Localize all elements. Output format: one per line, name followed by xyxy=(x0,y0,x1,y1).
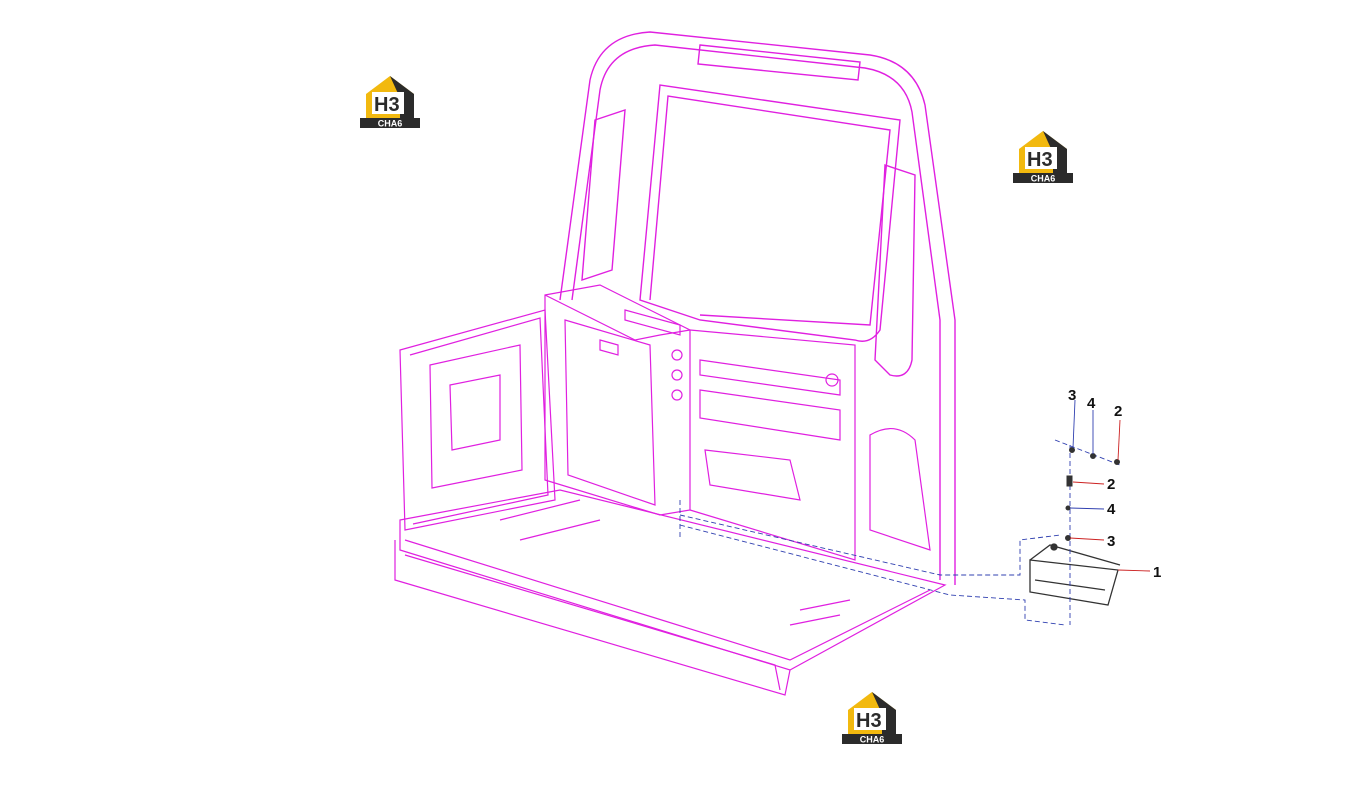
callout-2-middle: 2 xyxy=(1107,476,1115,493)
logo-subtext: CHA6 xyxy=(378,119,403,129)
control-console-box xyxy=(544,284,691,516)
logo-mark: H3 xyxy=(374,94,400,116)
callout-1: 1 xyxy=(1153,564,1161,581)
callout-4-top: 4 xyxy=(1087,395,1096,412)
callout-labels: 3 4 2 2 4 3 1 xyxy=(1068,387,1161,581)
house-logo-icon: H3 CHA6 xyxy=(1013,131,1073,184)
callout-3-bottom: 3 xyxy=(1107,533,1115,550)
cab-rear-frame xyxy=(559,31,956,585)
watermark-logo-bottom: H3 CHA6 xyxy=(842,688,902,744)
house-logo-icon: H3 CHA6 xyxy=(360,76,420,129)
assembly-lines xyxy=(679,439,1121,626)
logo-subtext: CHA6 xyxy=(1031,174,1056,184)
cab-floor-and-sides xyxy=(394,309,947,696)
logo-mark: H3 xyxy=(1027,149,1053,171)
bracket-part xyxy=(1029,543,1121,606)
watermark-logo-top-right: H3 CHA6 xyxy=(1013,127,1073,183)
callout-2-top: 2 xyxy=(1114,403,1122,420)
rear-wall-panel xyxy=(689,329,931,561)
callout-4-middle: 4 xyxy=(1107,501,1116,518)
logo-mark: H3 xyxy=(856,710,882,732)
watermark-logo-top-left: H3 CHA6 xyxy=(360,72,420,128)
logo-subtext: CHA6 xyxy=(860,735,885,745)
leader-lines xyxy=(1069,399,1151,572)
callout-3-top: 3 xyxy=(1068,387,1076,404)
house-logo-icon: H3 CHA6 xyxy=(842,692,902,745)
